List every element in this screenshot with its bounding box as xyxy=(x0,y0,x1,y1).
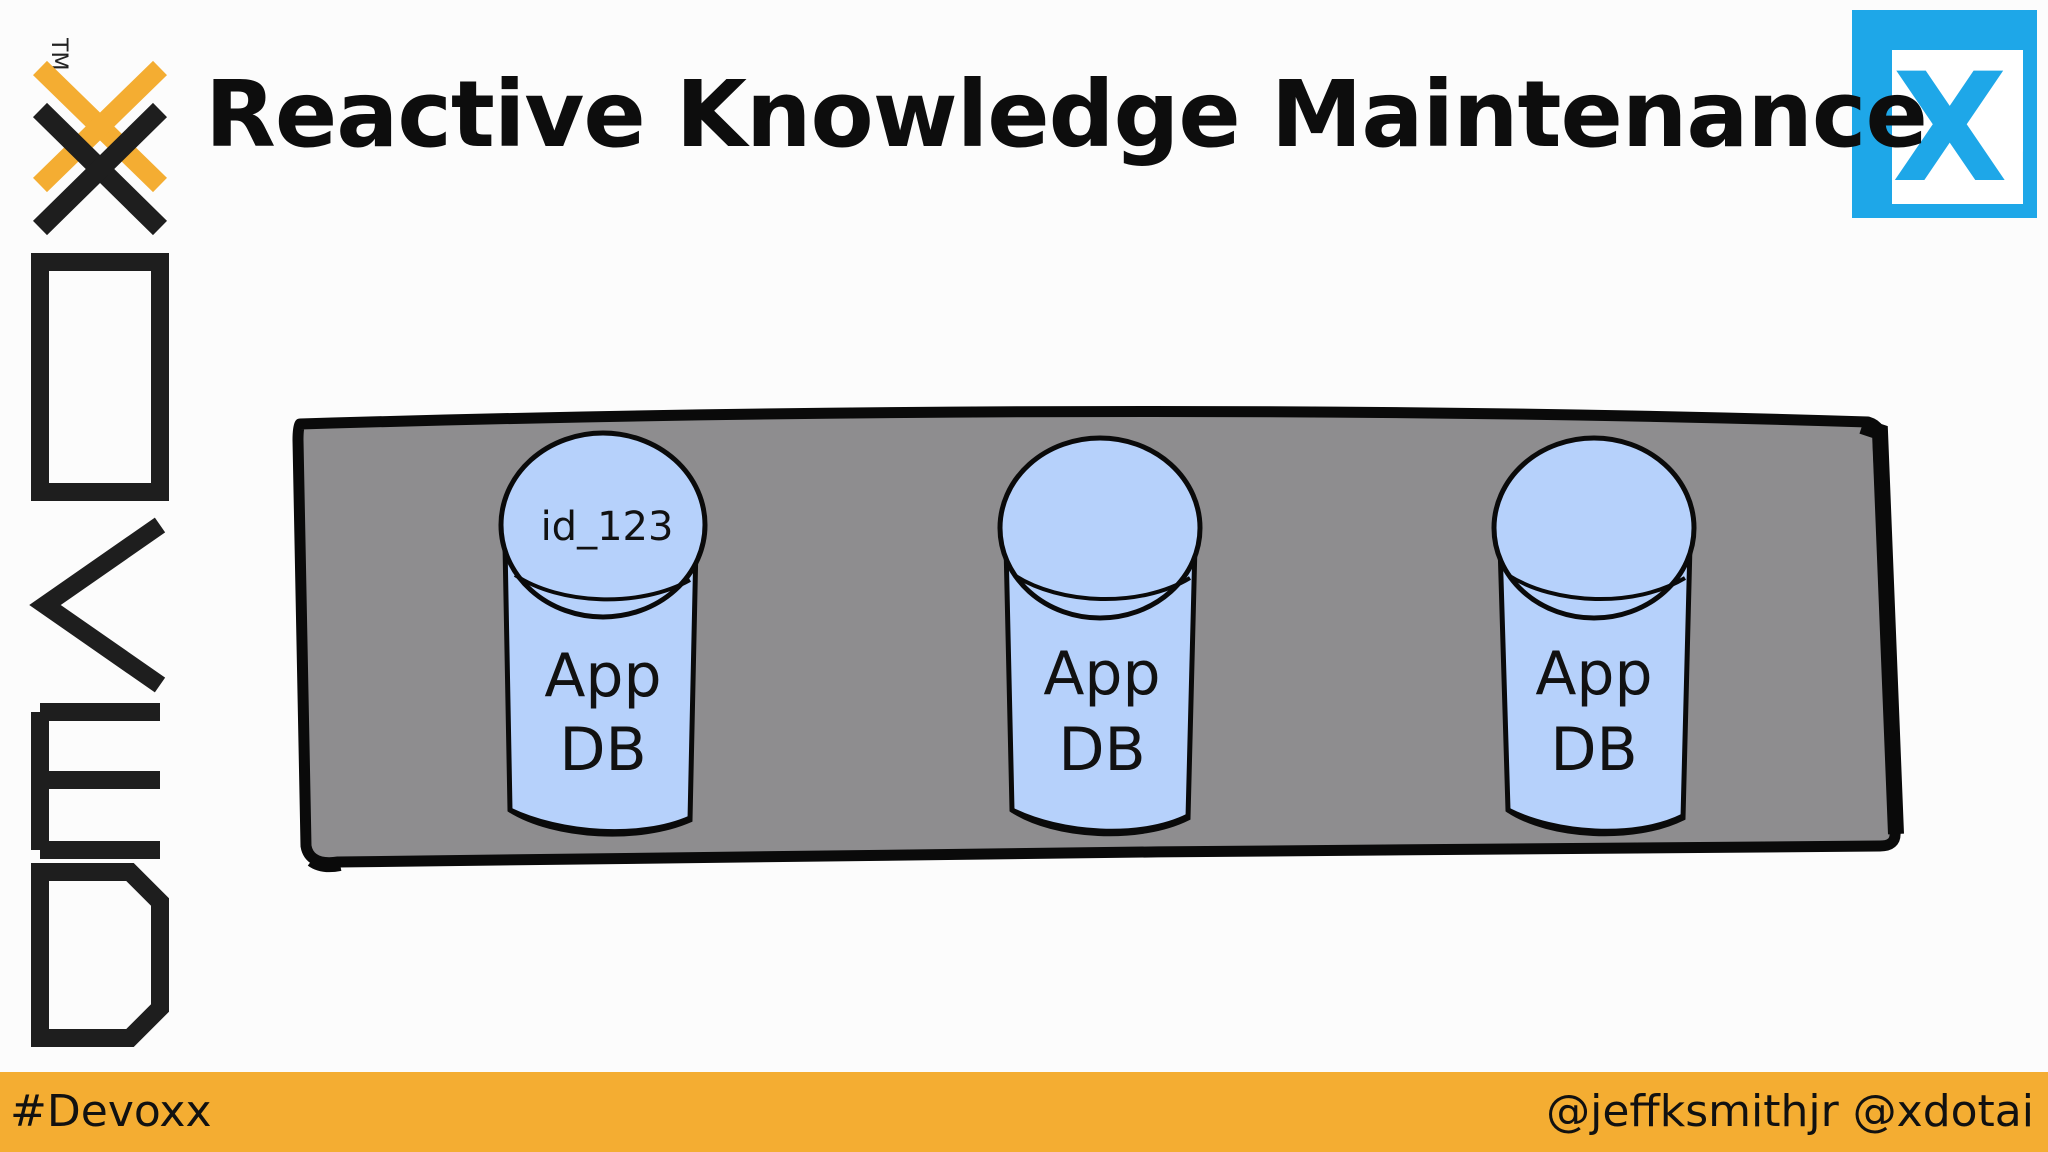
devoxx-x-mark xyxy=(32,60,168,236)
devoxx-logo: TM xyxy=(29,37,169,1047)
footer-handles: @jeffksmithjr @xdotai xyxy=(1546,1086,2034,1137)
diagram: id_123 App DB App DB App DB xyxy=(292,405,1904,873)
database-2: App DB xyxy=(997,435,1203,837)
database-3: App DB xyxy=(1491,435,1697,837)
database-2-label-line1: App xyxy=(1043,639,1160,709)
footer-hashtag: #Devoxx xyxy=(10,1086,212,1137)
slide-title: Reactive Knowledge Maintenance xyxy=(205,61,1928,168)
database-1: id_123 App DB xyxy=(498,430,708,837)
database-3-label-line1: App xyxy=(1535,639,1652,709)
devoxx-letter-o xyxy=(31,253,169,501)
devoxx-letter-e xyxy=(31,703,160,859)
database-1-label-line1: App xyxy=(544,641,661,711)
database-2-label-line2: DB xyxy=(1058,715,1145,785)
database-1-label-line2: DB xyxy=(559,715,646,785)
devoxx-letter-d xyxy=(31,863,169,1047)
database-3-label-line2: DB xyxy=(1550,715,1637,785)
x-dot-logo: X. xyxy=(1852,10,2037,218)
database-1-id-label: id_123 xyxy=(541,504,674,550)
footer-bar: #Devoxx @jeffksmithjr @xdotai xyxy=(0,1072,2048,1152)
devoxx-letter-v xyxy=(29,517,166,693)
x-logo-letter: X. xyxy=(1892,42,2037,216)
